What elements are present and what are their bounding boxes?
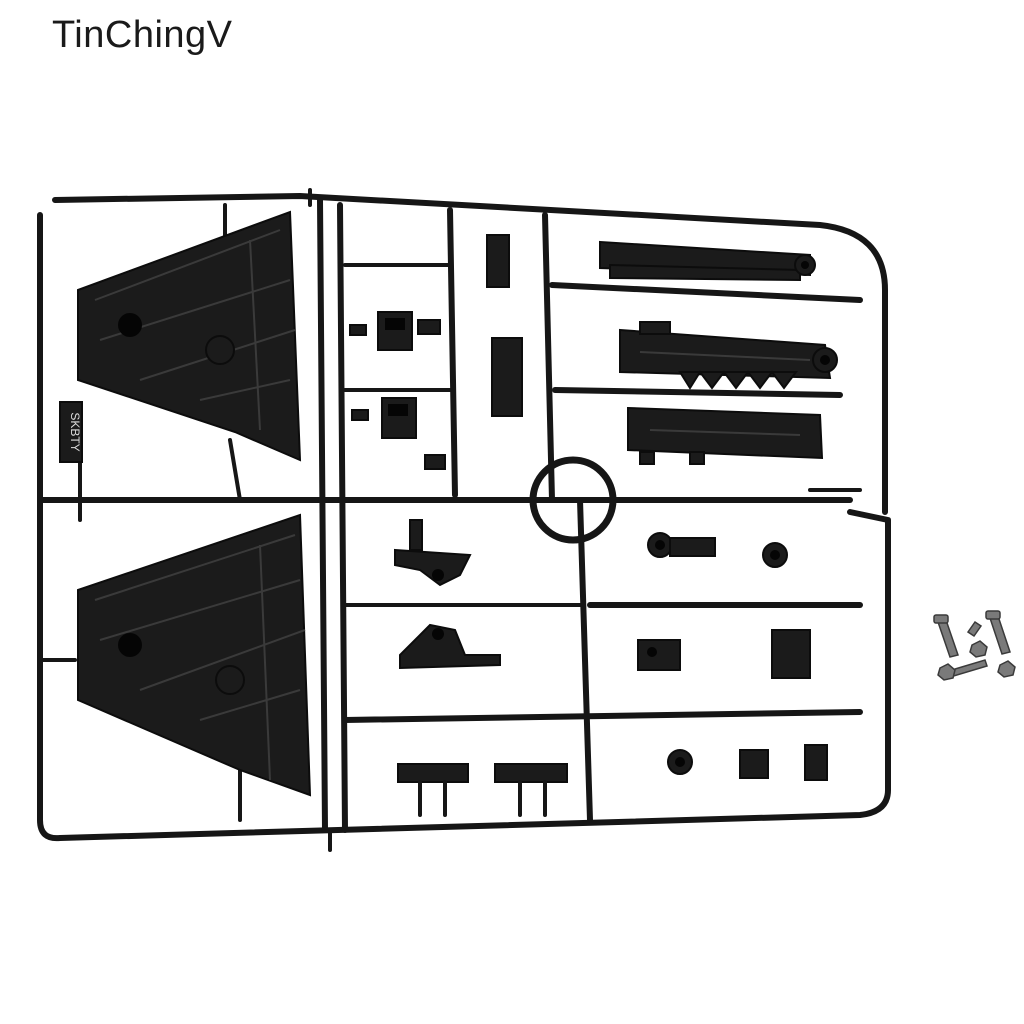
sprue-runner-right-2 xyxy=(552,387,843,398)
bracket-part-2 xyxy=(399,623,501,670)
bracket-part-1 xyxy=(394,519,472,587)
small-parts-left xyxy=(349,234,523,470)
sprue-divider-mid xyxy=(337,202,348,833)
trapezoid-panel-top xyxy=(77,210,302,462)
small-bars-bottom xyxy=(397,763,568,817)
sprue-divider-lower xyxy=(577,497,593,823)
sprue-divider-left xyxy=(317,197,328,833)
sprue-ring xyxy=(529,456,617,544)
sprue-runner-low-2 xyxy=(342,709,863,723)
sprue-divider-right xyxy=(542,212,555,503)
rail-part-middle xyxy=(619,321,838,390)
rail-part-top xyxy=(599,240,816,282)
sprue-frame xyxy=(37,193,891,842)
watermark-text: TinChingV xyxy=(52,14,233,56)
sprue-tag xyxy=(59,401,83,463)
sprue-tag-label: SKBTY xyxy=(68,412,82,451)
bracket-parts-right xyxy=(637,532,828,781)
sprue-divider-center xyxy=(447,207,458,498)
rail-part-bottom xyxy=(627,406,824,465)
sprue-runner-small xyxy=(343,263,582,607)
sprue-runner-right-1 xyxy=(549,282,863,303)
trapezoid-panel-bottom xyxy=(77,513,312,797)
screws-nuts xyxy=(933,610,1016,681)
